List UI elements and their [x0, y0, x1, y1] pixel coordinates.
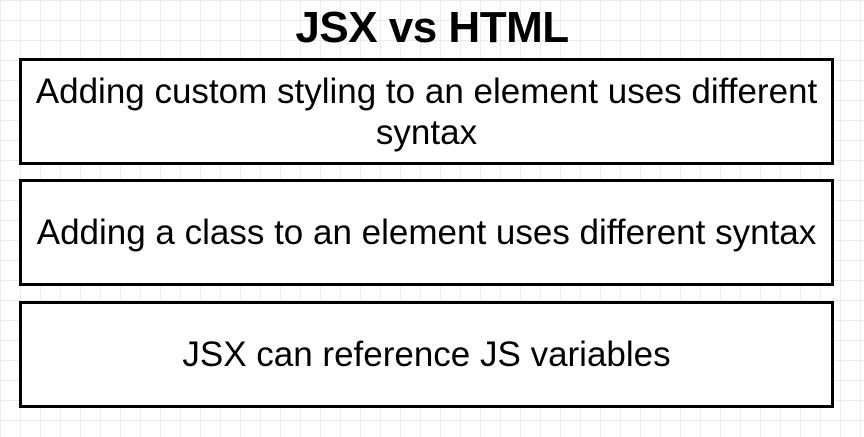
diagram-title: JSX vs HTML	[295, 3, 569, 52]
difference-box-label: Adding custom styling to an element uses…	[35, 71, 818, 152]
difference-box-styling: Adding custom styling to an element uses…	[19, 58, 834, 165]
difference-box-label: JSX can reference JS variables	[182, 335, 671, 374]
difference-box-variables: JSX can reference JS variables	[19, 301, 834, 408]
difference-box-label: Adding a class to an element uses differ…	[36, 213, 817, 252]
difference-box-class: Adding a class to an element uses differ…	[19, 179, 834, 286]
